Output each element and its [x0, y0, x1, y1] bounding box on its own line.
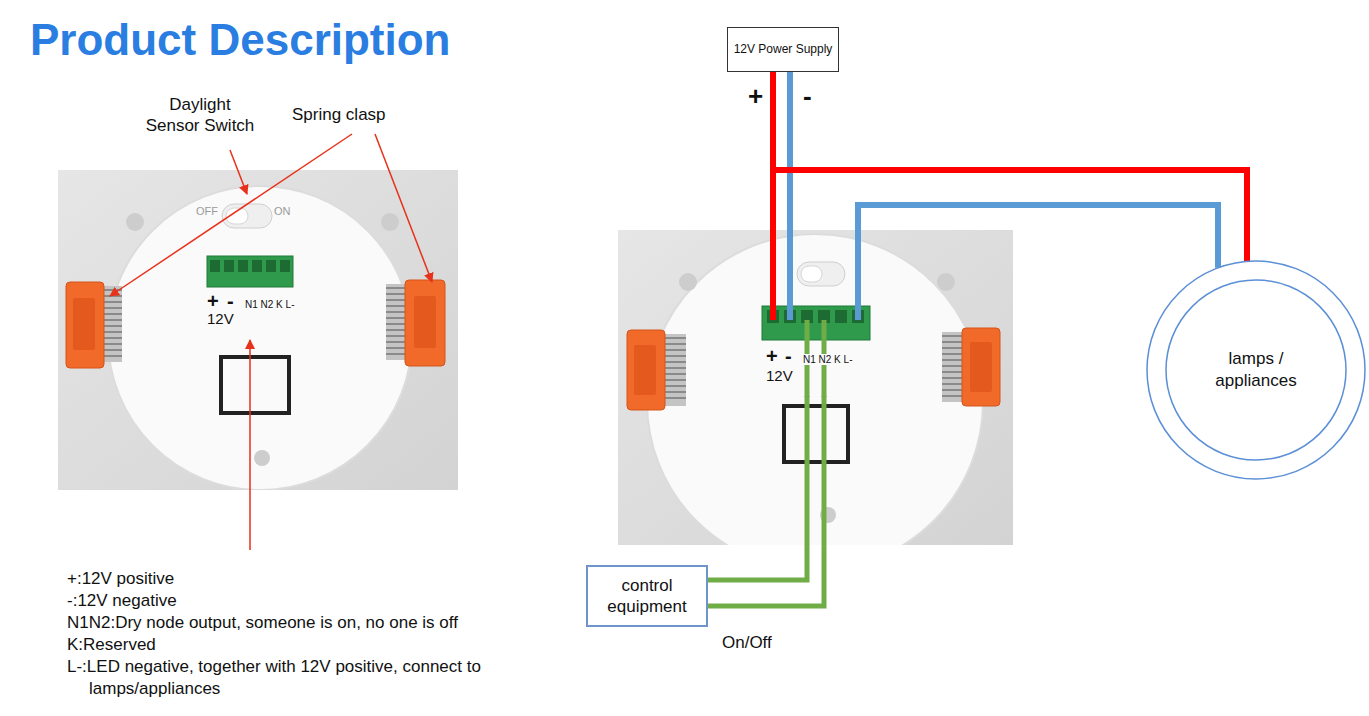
wire-stub: [855, 306, 861, 320]
leader-line: [249, 340, 251, 550]
circle-label: lamps / appliances: [1215, 348, 1296, 392]
terminal-screw: [835, 310, 847, 323]
sensor-terminal-panel: OFF ON +-N1 N2 K L- 12V: [190, 195, 310, 335]
clasp-notch: [970, 342, 992, 392]
switch-off-mark: OFF: [196, 205, 218, 218]
voltage-label: 12V: [766, 368, 793, 384]
sensor-terminal-panel: +-N1 N2 K L- 12V: [752, 306, 872, 396]
callout-label: Daylight Sensor Switch: [143, 94, 257, 136]
device-body: [647, 234, 983, 545]
pin-note: L-:LED negative, together with 12V posit…: [67, 656, 489, 700]
terminal-screw: [210, 260, 220, 272]
terminal-block: [207, 256, 293, 287]
inner-ring: [1166, 280, 1346, 460]
switch-slot: [797, 262, 845, 286]
pin-label: N1 N2 K L-: [801, 354, 854, 365]
switch-slider: [801, 266, 822, 282]
device-body: [108, 186, 412, 490]
wire-stub: [770, 306, 776, 320]
pin-note: K:Reserved: [67, 634, 156, 656]
terminal-screw: [266, 260, 276, 272]
polarity-label: -: [803, 82, 812, 110]
power-supply-box: 12V Power Supply: [727, 27, 839, 72]
box-label: 12V Power Supply: [734, 42, 833, 57]
pin-note: N1N2:Dry node output, someone is on, no …: [67, 612, 458, 634]
pin-label: -: [227, 291, 234, 311]
signal-label: On/Off: [722, 632, 772, 653]
mounting-hole: [679, 273, 697, 291]
wire: [708, 396, 824, 606]
mounting-hole: [937, 273, 955, 291]
leader-line: [375, 134, 432, 282]
spring: [662, 334, 686, 406]
pin-label: N1 N2 K L-: [245, 299, 294, 310]
callout-label: Spring clasp: [292, 104, 386, 125]
lamp-circle: lamps / appliances: [1146, 260, 1366, 480]
leader-line: [110, 134, 352, 296]
spring-clasp: [66, 282, 104, 368]
terminal-screw: [252, 260, 262, 272]
spring-clasp: [405, 280, 445, 366]
mounting-hole: [381, 213, 399, 231]
right-device-photo: [618, 230, 1013, 545]
photo-background: [58, 170, 458, 490]
lamp-circle-outline: [1146, 260, 1366, 480]
leader-line: [230, 150, 247, 194]
spring-clasp: [627, 330, 665, 410]
sensor-window: [221, 357, 289, 413]
terminal-screw: [280, 260, 290, 272]
terminal-screw: [224, 260, 234, 272]
terminal-screw: [238, 260, 248, 272]
pin-note: -:12V negative: [67, 590, 177, 612]
clasp-notch: [634, 345, 656, 395]
box-label: control equipment: [588, 575, 706, 617]
wire: [773, 72, 1247, 261]
wire: [708, 396, 807, 580]
terminal-block: [762, 306, 870, 340]
sensor-window: [784, 406, 848, 462]
page-title: Product Description: [30, 14, 451, 67]
outer-ring: [1147, 261, 1365, 479]
spring-clasp: [962, 328, 1000, 406]
spring-coils: [662, 338, 686, 398]
wire: [858, 205, 1218, 306]
wire: [787, 72, 793, 306]
clasp-notch: [73, 298, 95, 350]
mounting-hole: [254, 450, 270, 466]
callout-arrows: [110, 134, 432, 550]
mounting-hole: [126, 213, 144, 231]
switch-on-mark: ON: [274, 205, 291, 218]
control-box: control equipment: [586, 565, 708, 627]
polarity-label: +: [748, 82, 763, 110]
pin-label: +: [207, 291, 219, 311]
clasp-notch: [414, 296, 436, 348]
pin-label: -: [785, 346, 792, 366]
wire-stub: [787, 306, 793, 320]
pin-label: +: [766, 346, 778, 366]
pin-note: +:12V positive: [67, 568, 174, 590]
left-device-photo: [58, 170, 458, 490]
voltage-label: 12V: [207, 311, 234, 327]
